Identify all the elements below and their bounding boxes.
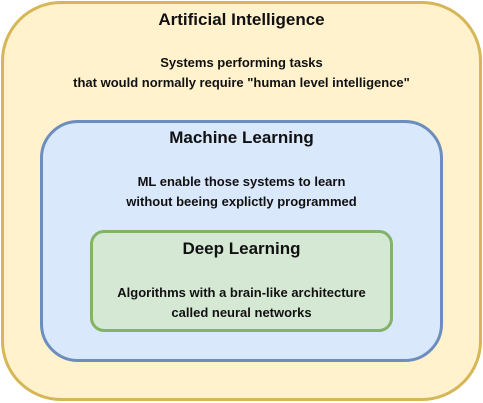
- ml-title: Machine Learning: [169, 128, 314, 147]
- dl-description-line-1: Algorithms with a brain-like architectur…: [117, 285, 366, 300]
- ml-description-line-1: ML enable those systems to learn: [137, 174, 346, 189]
- ai-description-line-2: that would normally require "human level…: [73, 75, 410, 90]
- dl-description-line-2: called neural networks: [171, 305, 312, 320]
- ai-description: Systems performing tasks that would norm…: [4, 53, 479, 93]
- ai-title: Artificial Intelligence: [158, 10, 325, 29]
- dl-description: Algorithms with a brain-like architectur…: [93, 283, 390, 323]
- dl-title: Deep Learning: [182, 239, 301, 258]
- dl-box: Deep Learning Algorithms with a brain-li…: [90, 230, 393, 332]
- ml-description-line-2: without beeing explictly programmed: [126, 194, 357, 209]
- ml-description: ML enable those systems to learn without…: [43, 172, 440, 212]
- ai-description-line-1: Systems performing tasks: [160, 55, 323, 70]
